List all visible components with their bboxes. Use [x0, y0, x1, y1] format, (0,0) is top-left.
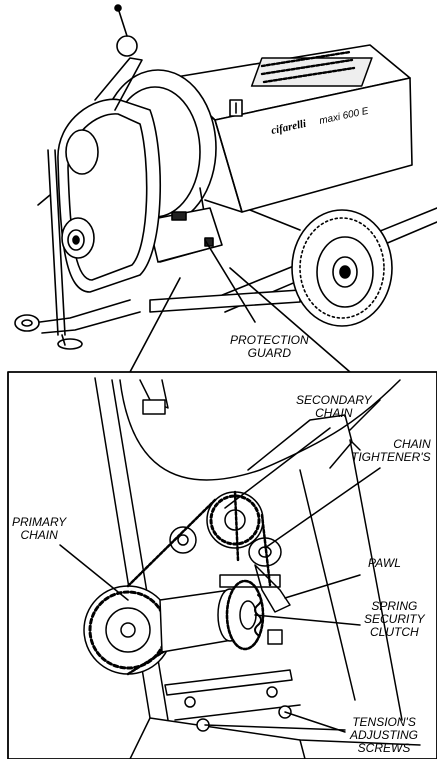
detail-callout-frame: [7, 371, 437, 760]
primary-chain-label: PRIMARY CHAIN: [12, 516, 66, 542]
protection-guard-leader: [204, 239, 256, 323]
screws-line-1: TENSION'S: [352, 715, 416, 729]
pulley-cover: [57, 4, 162, 293]
clutch-line-3: CLUTCH: [370, 625, 419, 639]
screws-leader-2: [284, 711, 346, 733]
pawl-line-1: PAWL: [368, 556, 401, 570]
clutch-line-2: SECURITY: [364, 612, 425, 626]
primary-chain-line-1: PRIMARY: [12, 515, 67, 529]
jack-stand: [37, 149, 83, 350]
tow-hitch: [14, 314, 40, 332]
screws-line-2: ADJUSTING: [350, 728, 419, 742]
pawl-label: PAWL: [368, 557, 401, 570]
screws-line-3: SCREWS: [357, 741, 411, 755]
pawl-leader: [284, 574, 361, 599]
chain-tightener-line-2: TIGHTENER'S: [351, 450, 431, 464]
spring-security-clutch-label: SPRING SECURITY CLUTCH: [364, 600, 425, 639]
primary-chain-leader: [59, 544, 129, 601]
tension-adjusting-screws-label: TENSION'S ADJUSTING SCREWS: [350, 716, 418, 755]
blower-body: [169, 44, 413, 213]
callout-connector-right: [229, 267, 351, 373]
secondary-chain-line-1: SECONDARY: [296, 393, 372, 407]
secondary-chain-line-2: CHAIN: [315, 406, 353, 420]
clutch-leader: [254, 614, 361, 626]
wheel: [249, 209, 393, 327]
protection-guard-box: [147, 207, 223, 263]
protection-guard-line-2: GUARD: [247, 346, 291, 360]
protection-guard-label: PROTECTION GUARD: [230, 334, 309, 360]
clutch-line-1: SPRING: [371, 599, 418, 613]
chain-tightener-line-1: CHAIN: [393, 437, 431, 451]
callout-connector-left: [129, 277, 181, 373]
primary-chain-line-2: CHAIN: [20, 528, 58, 542]
detail-drawing: [59, 377, 421, 760]
chain-tightener-label: CHAIN TIGHTENER'S: [351, 438, 431, 464]
chain-tightener-leader: [264, 467, 381, 549]
protection-guard-line-1: PROTECTION: [230, 333, 309, 347]
secondary-chain-label: SECONDARY CHAIN: [296, 394, 372, 420]
secondary-chain-leader: [224, 427, 331, 509]
screws-leader-1: [204, 724, 346, 731]
